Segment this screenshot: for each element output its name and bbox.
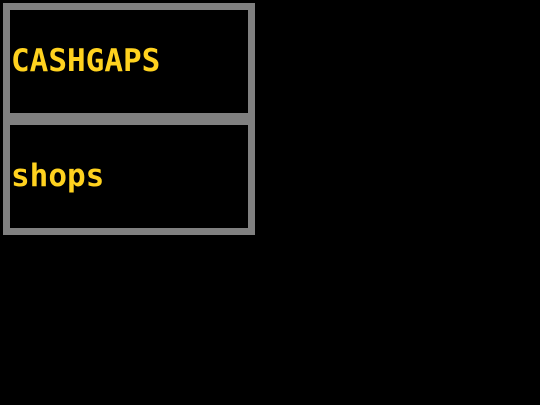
word-panel-inner: shops	[10, 125, 248, 228]
word-panel-cashgaps[interactable]: CASHGAPS	[3, 3, 255, 125]
word-panel-shops[interactable]: shops	[3, 113, 255, 235]
word-panel-inner: CASHGAPS	[10, 10, 248, 113]
word-label: CASHGAPS	[11, 43, 161, 79]
word-label: shops	[11, 158, 105, 194]
